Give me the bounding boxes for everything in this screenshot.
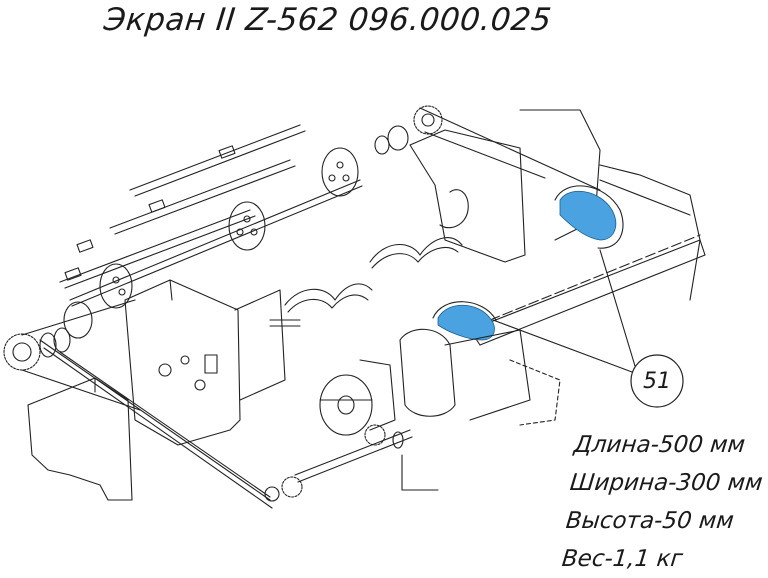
spec-width: Ширина-300 мм	[568, 470, 764, 496]
spec-weight: Вес-1,1 кг	[560, 546, 685, 572]
specifications-block: Длина-500 мм Ширина-300 мм Высота-50 мм …	[560, 426, 768, 578]
left-sprocket-assembly	[3, 299, 273, 509]
upper-right-drive	[374, 105, 701, 301]
long-conveyor-bar	[469, 234, 706, 346]
callout-label: 51	[643, 368, 671, 394]
spec-length: Длина-500 мм	[572, 432, 747, 458]
left-guard-cover	[27, 377, 133, 501]
flange-discs	[99, 147, 359, 309]
upper-belt-highlight	[554, 185, 624, 249]
callout-leaders	[492, 249, 636, 373]
callout-circle	[630, 354, 684, 408]
exploded-assembly-drawing	[3, 105, 706, 509]
center-plate	[124, 279, 286, 446]
upper-shafts	[59, 124, 363, 307]
spec-height: Высота-50 мм	[564, 508, 736, 534]
augers	[269, 237, 463, 327]
lower-right-assembly	[359, 328, 561, 431]
lower-belt-highlight	[432, 301, 497, 341]
lower-pulley	[264, 374, 439, 502]
